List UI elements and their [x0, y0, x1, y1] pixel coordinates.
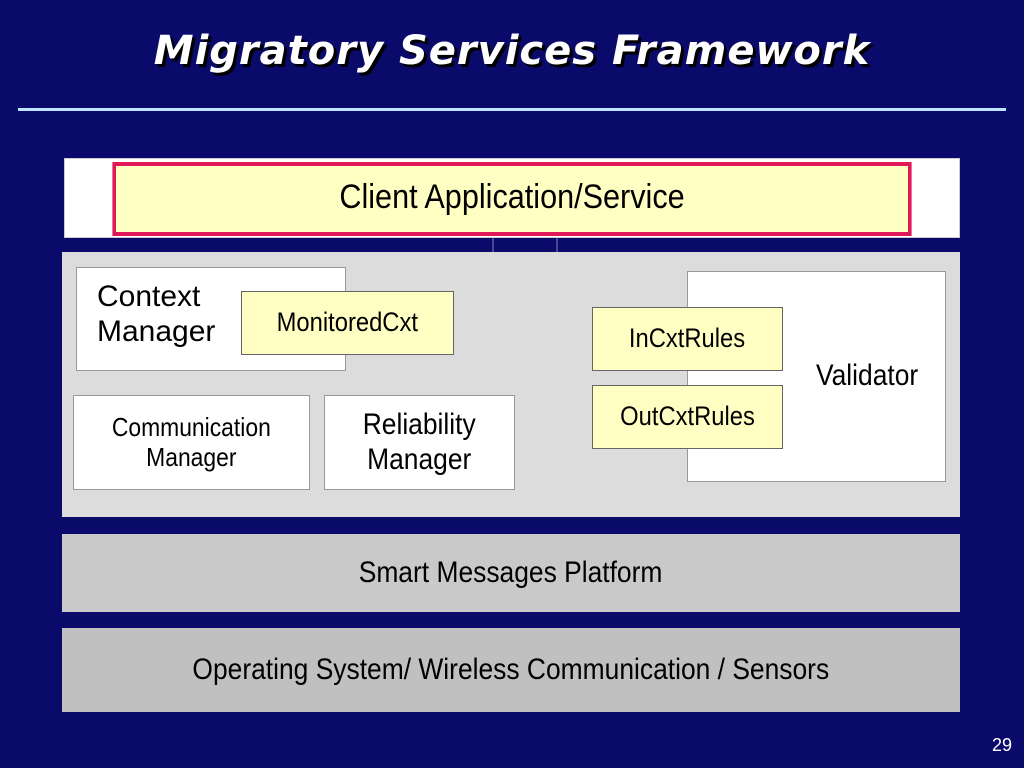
- smart-messages-platform-box: Smart Messages Platform: [62, 534, 960, 612]
- reliability-manager-line1: Reliability: [363, 408, 476, 441]
- reliability-manager-box: Reliability Manager: [324, 395, 515, 490]
- incxtrules-box: InCxtRules: [592, 307, 783, 371]
- page-number: 29: [991, 735, 1012, 755]
- context-manager-line1: Context: [97, 280, 201, 313]
- smart-messages-platform-label: Smart Messages Platform: [359, 555, 663, 589]
- monitoredcxt-box: MonitoredCxt: [241, 291, 454, 355]
- validator-box: Validator: [687, 271, 946, 482]
- incxtrules-label: InCxtRules: [629, 323, 746, 354]
- os-layer-box: Operating System/ Wireless Communication…: [62, 628, 960, 712]
- communication-manager-box: Communication Manager: [73, 395, 310, 490]
- title-divider: [18, 108, 1006, 111]
- outcxtrules-box: OutCxtRules: [592, 385, 783, 449]
- reliability-manager-line2: Manager: [367, 442, 472, 476]
- validator-label: Validator: [815, 359, 919, 393]
- monitoredcxt-label: MonitoredCxt: [276, 307, 419, 338]
- os-layer-label: Operating System/ Wireless Communication…: [192, 652, 830, 686]
- context-manager-line2: Manager: [97, 314, 216, 348]
- communication-manager-line1: Communication: [112, 411, 271, 442]
- slide-title: Migratory Services Framework: [153, 28, 871, 74]
- outcxtrules-label: OutCxtRules: [620, 401, 755, 432]
- communication-manager-line2: Manager: [146, 441, 237, 472]
- client-application-label: Client Application/Service: [339, 178, 685, 216]
- client-application-box: Client Application/Service: [112, 162, 912, 236]
